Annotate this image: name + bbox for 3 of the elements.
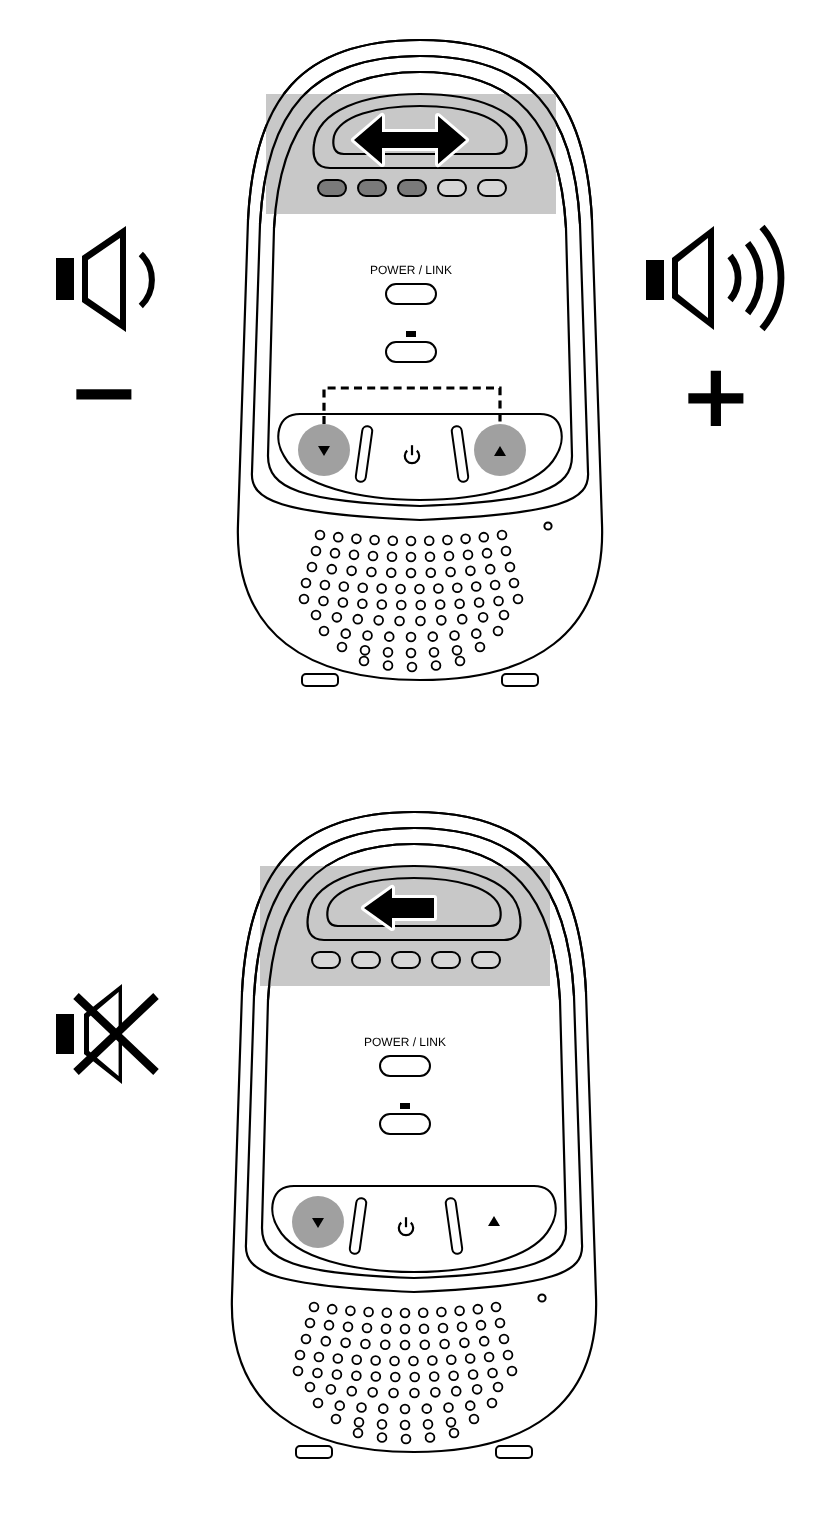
minus-sign: − bbox=[67, 382, 141, 406]
plus-sign: + bbox=[679, 368, 753, 428]
dashed-connector bbox=[322, 386, 502, 424]
